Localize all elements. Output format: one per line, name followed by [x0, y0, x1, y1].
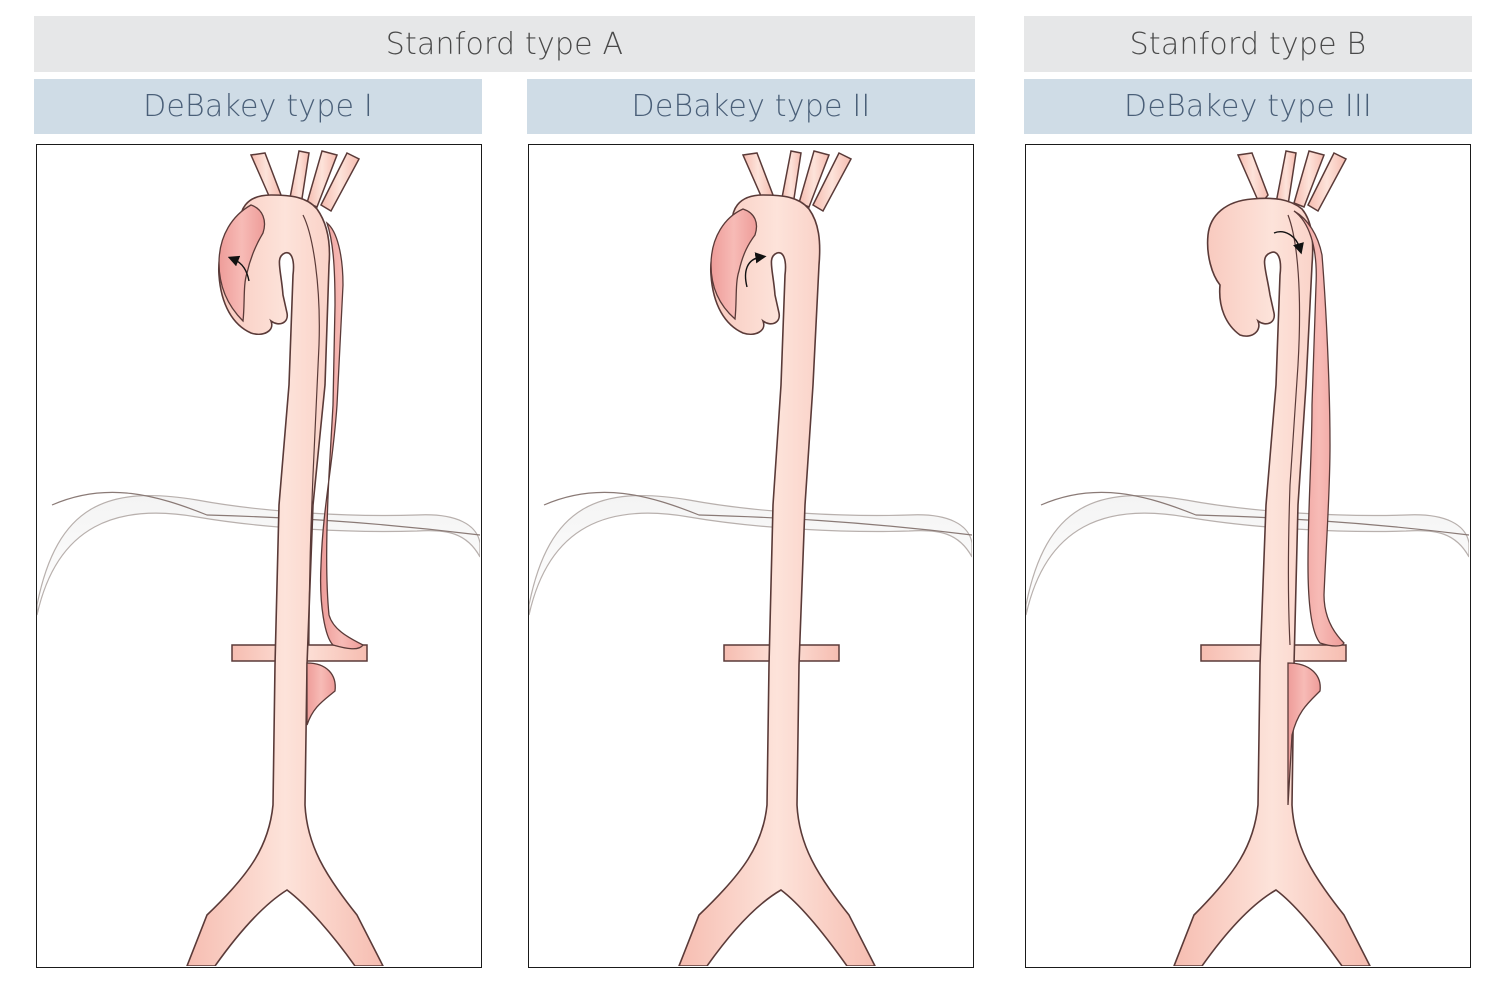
stanford-type-b-header: Stanford type B: [1024, 16, 1472, 72]
diaphragm: [37, 494, 480, 616]
debakey-type-3-panel: [1025, 144, 1471, 968]
diaphragm: [529, 494, 972, 616]
false-lumen-descending: [1293, 210, 1345, 647]
entry-tear-arrow: [1273, 231, 1304, 255]
debakey-type-1-illustration: [37, 150, 480, 966]
diaphragm-line: [1040, 491, 1469, 536]
false-lumen-descending: [319, 221, 364, 650]
debakey-type-3-header: DeBakey type III: [1024, 79, 1472, 134]
stanford-type-a-header: Stanford type A: [34, 16, 975, 72]
debakey-type-2-panel: [528, 144, 974, 968]
aortic-branch-vessels: [1236, 150, 1348, 213]
debakey-type-2-header: DeBakey type II: [527, 79, 975, 134]
diaphragm-line: [51, 491, 480, 536]
diaphragm-line: [543, 491, 972, 536]
debakey-type-3-illustration: [1026, 150, 1469, 966]
debakey-type-1-panel: [36, 144, 482, 968]
false-lumen-abdominal: [306, 662, 336, 726]
false-lumen-ascending: [710, 208, 758, 321]
entry-tear-arrow: [227, 255, 250, 282]
false-lumen-abdominal: [1287, 662, 1321, 806]
entry-tear-arrow: [744, 252, 767, 288]
aorta-true-lumen: [1173, 197, 1371, 966]
aortic-branch-vessels: [741, 150, 853, 213]
aorta-true-lumen: [678, 194, 876, 966]
debakey-type-1-header: DeBakey type I: [34, 79, 482, 134]
false-lumen-ascending: [218, 204, 266, 323]
dissection-flap: [302, 214, 320, 646]
debakey-type-2-illustration: [529, 150, 972, 966]
diaphragm: [1026, 494, 1469, 616]
aorta-true-lumen: [186, 194, 384, 966]
